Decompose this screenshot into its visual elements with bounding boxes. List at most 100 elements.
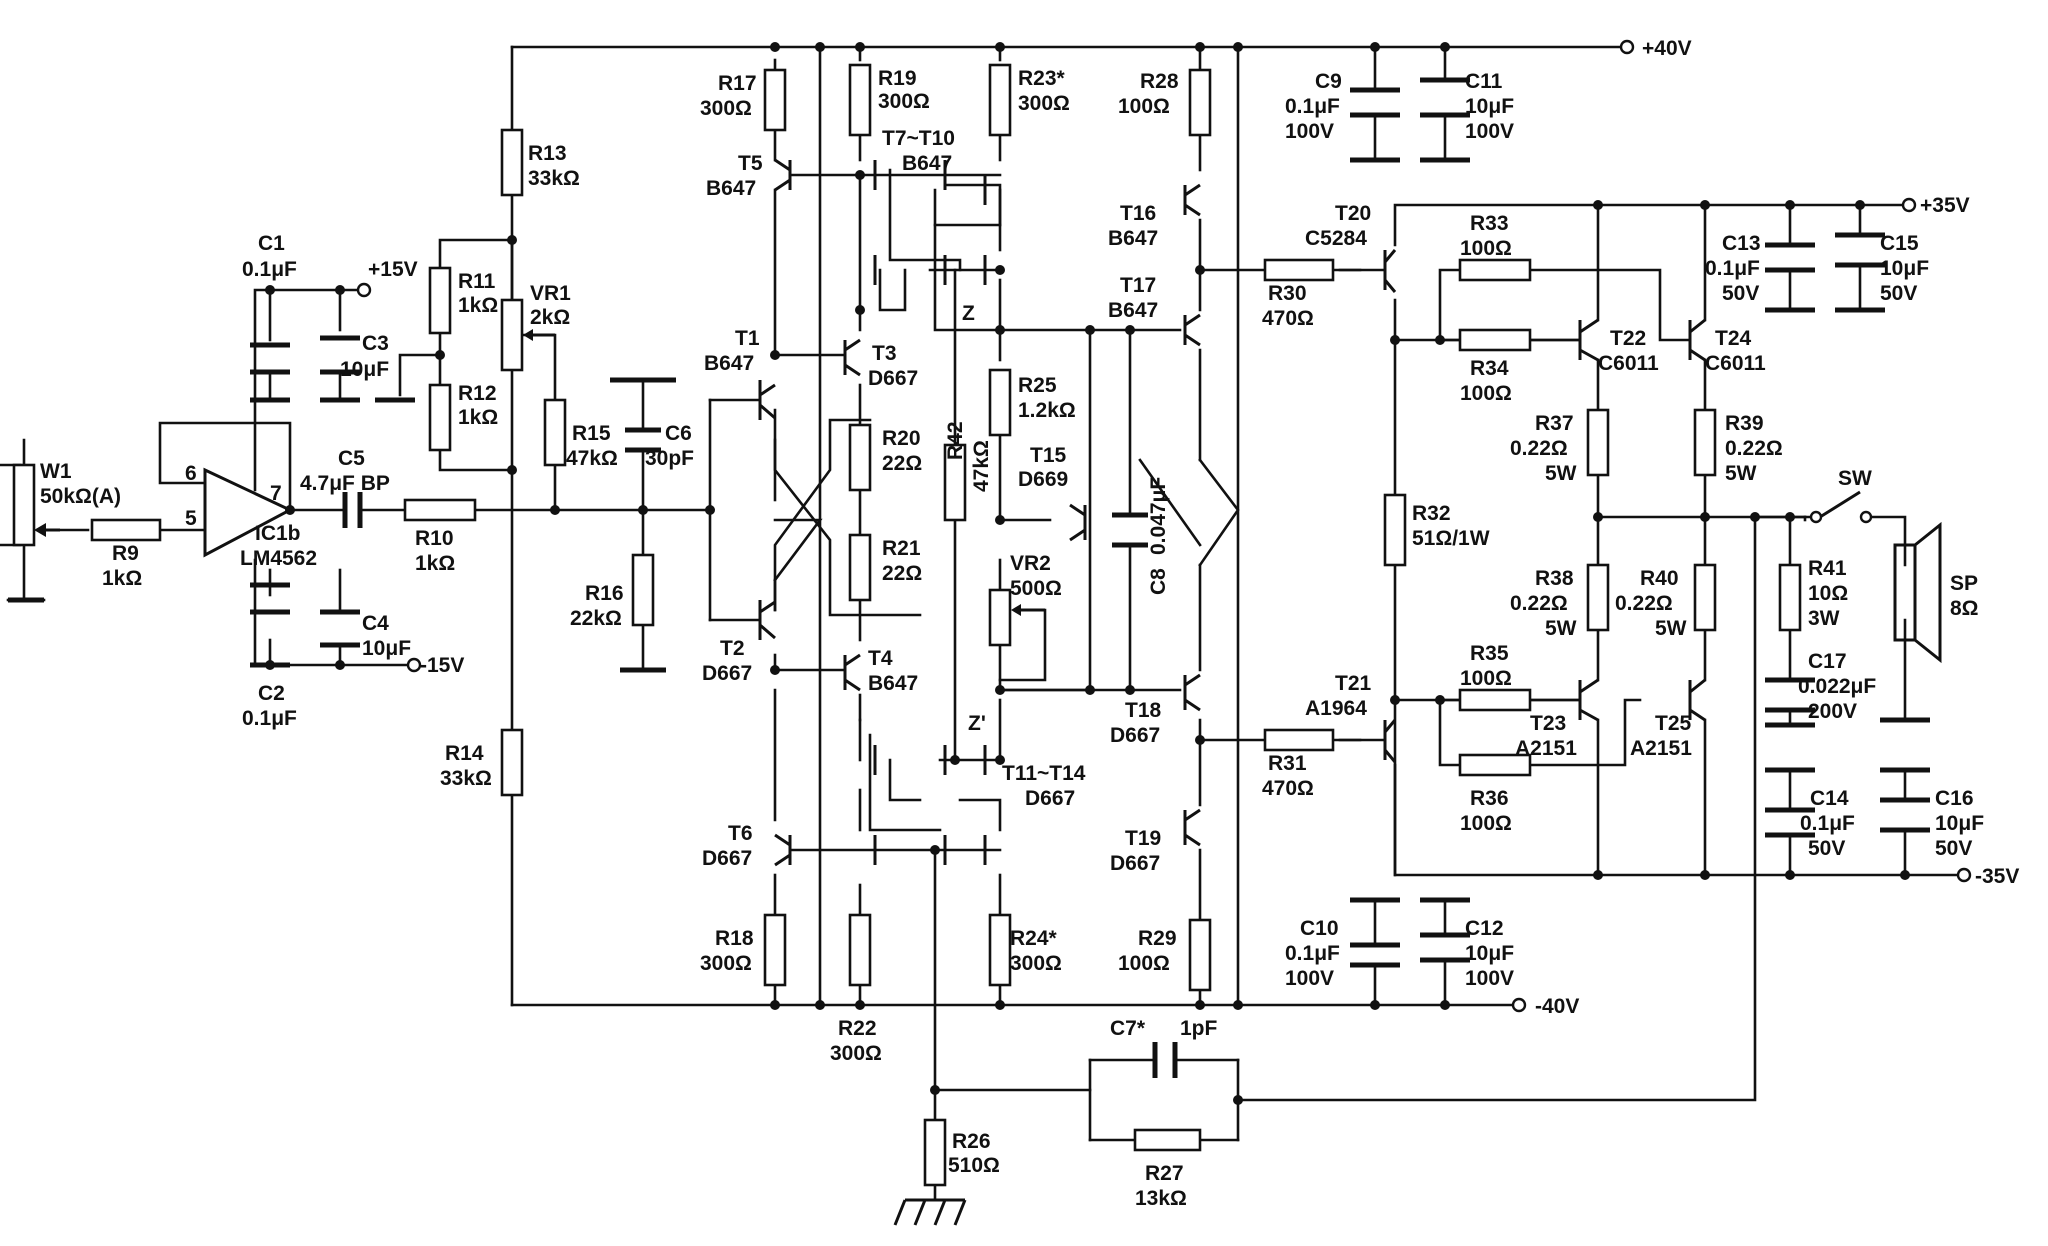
label-c17-voltage: 200V — [1808, 700, 1857, 723]
transistor-t2 — [758, 600, 776, 640]
label-r33: R33 — [1470, 212, 1509, 235]
ground-symbol — [893, 1198, 967, 1226]
label-t22: T22 — [1610, 327, 1646, 350]
resistor-r13 — [500, 128, 524, 197]
terminal-m15 — [406, 657, 422, 673]
label-r12-value: 1kΩ — [458, 406, 498, 429]
label-r36-value: 100Ω — [1460, 812, 1512, 835]
capacitor-c1 — [250, 342, 290, 375]
label-r20-value: 22Ω — [882, 452, 922, 475]
label-r13: R13 — [528, 142, 567, 165]
label-r21: R21 — [882, 537, 921, 560]
label-c13: C13 — [1722, 232, 1761, 255]
transistor-t6 — [774, 833, 792, 867]
label-r38-value: 0.22Ω — [1510, 592, 1568, 615]
terminal-m40 — [1511, 997, 1527, 1013]
resistor-r29 — [1188, 918, 1212, 992]
transistor-t20 — [1383, 249, 1397, 293]
resistor-r36 — [1458, 753, 1532, 777]
resistor-r9 — [90, 518, 162, 542]
capacitor-c2 — [250, 582, 290, 615]
label-r11: R11 — [458, 270, 496, 293]
label-t23-type: A2151 — [1515, 737, 1577, 760]
label-t19-type: D667 — [1110, 852, 1160, 875]
label-t7-t10-type: B647 — [902, 152, 952, 175]
capacitor-c3 — [320, 335, 360, 375]
label-c14-value: 0.1μF — [1800, 812, 1855, 835]
label-c12-value: 10μF — [1465, 942, 1514, 965]
label-c12: C12 — [1465, 917, 1504, 940]
label-r39-value: 0.22Ω — [1725, 437, 1783, 460]
resistor-r22 — [848, 913, 872, 987]
resistor-r25 — [988, 368, 1012, 437]
transistor-t5 — [774, 158, 792, 192]
label-z: Z — [962, 302, 975, 325]
label-c17-value: 0.022μF — [1798, 675, 1876, 698]
label-p35: +35V — [1920, 194, 1970, 217]
transistor-t15 — [1069, 503, 1087, 542]
resistor-vr2 — [988, 588, 1012, 647]
label-c10: C10 — [1300, 917, 1339, 940]
label-r35: R35 — [1470, 642, 1509, 665]
label-c14-voltage: 50V — [1808, 837, 1845, 860]
capacitor-c10 — [1350, 942, 1400, 968]
label-t4: T4 — [868, 647, 893, 670]
label-r33-value: 100Ω — [1460, 237, 1512, 260]
label-r17: R17 — [718, 72, 757, 95]
label-c1-value: 0.1μF — [242, 258, 297, 281]
transistor-t16 — [1183, 183, 1201, 217]
transistor-t3 — [843, 338, 861, 377]
label-sp: SP — [1950, 572, 1978, 595]
speaker-sp — [1893, 521, 1942, 664]
switch-contact-b — [1859, 510, 1873, 524]
label-r31-value: 470Ω — [1262, 777, 1314, 800]
label-sp-value: 8Ω — [1950, 597, 1979, 620]
label-c7: C7* — [1110, 1017, 1146, 1040]
label-r40-value: 0.22Ω — [1615, 592, 1673, 615]
capacitor-c14 — [1765, 807, 1815, 838]
label-vr2-value: 500Ω — [1010, 577, 1062, 600]
label-r27: R27 — [1145, 1162, 1184, 1185]
resistor-r26 — [923, 1118, 947, 1187]
resistor-r37 — [1586, 408, 1610, 477]
resistor-r20 — [848, 423, 872, 492]
label-c7-value: 1pF — [1180, 1017, 1218, 1040]
resistor-r38 — [1586, 563, 1610, 632]
terminal-p40 — [1619, 39, 1635, 55]
resistor-r27 — [1133, 1128, 1202, 1152]
capacitor-c6 — [625, 427, 661, 453]
label-r35-value: 100Ω — [1460, 667, 1512, 690]
capacitor-c5 — [342, 492, 363, 528]
capacitor-c9 — [1350, 87, 1400, 118]
label-t3: T3 — [872, 342, 897, 365]
label-c5-value: 4.7μF BP — [300, 472, 390, 495]
label-zp: Z' — [968, 712, 986, 735]
label-r32: R32 — [1412, 502, 1451, 525]
label-c16-voltage: 50V — [1935, 837, 1972, 860]
resistor-r35 — [1458, 688, 1532, 712]
resistor-r39 — [1693, 408, 1717, 477]
resistor-r16 — [631, 553, 655, 627]
label-vr2: VR2 — [1010, 552, 1051, 575]
label-t22-type: C6011 — [1598, 352, 1659, 375]
labels: W1 50kΩ(A) R9 1kΩ 6 5 7 IC1b LM4562 C1 0… — [40, 37, 2019, 1210]
label-c14: C14 — [1810, 787, 1849, 810]
resistor-r41 — [1778, 563, 1802, 632]
label-r42-value: 47kΩ — [970, 440, 993, 492]
label-r37-watts: 5W — [1545, 462, 1577, 485]
label-vr1-value: 2kΩ — [530, 306, 570, 329]
label-r23-value: 300Ω — [1018, 92, 1070, 115]
resistor-r40 — [1693, 563, 1717, 632]
label-c16: C16 — [1935, 787, 1974, 810]
label-r16: R16 — [585, 582, 624, 605]
label-r15: R15 — [572, 422, 611, 445]
label-r37: R37 — [1535, 412, 1574, 435]
label-r40: R40 — [1640, 567, 1679, 590]
transistor-t11-t14 — [873, 745, 987, 865]
label-t24-type: C6011 — [1705, 352, 1766, 375]
label-r41-watts: 3W — [1808, 607, 1840, 630]
label-c10-voltage: 100V — [1285, 967, 1334, 990]
opamp-ic1b — [203, 467, 294, 558]
label-c15-value: 10μF — [1880, 257, 1929, 280]
label-r42: R42 — [944, 421, 967, 460]
